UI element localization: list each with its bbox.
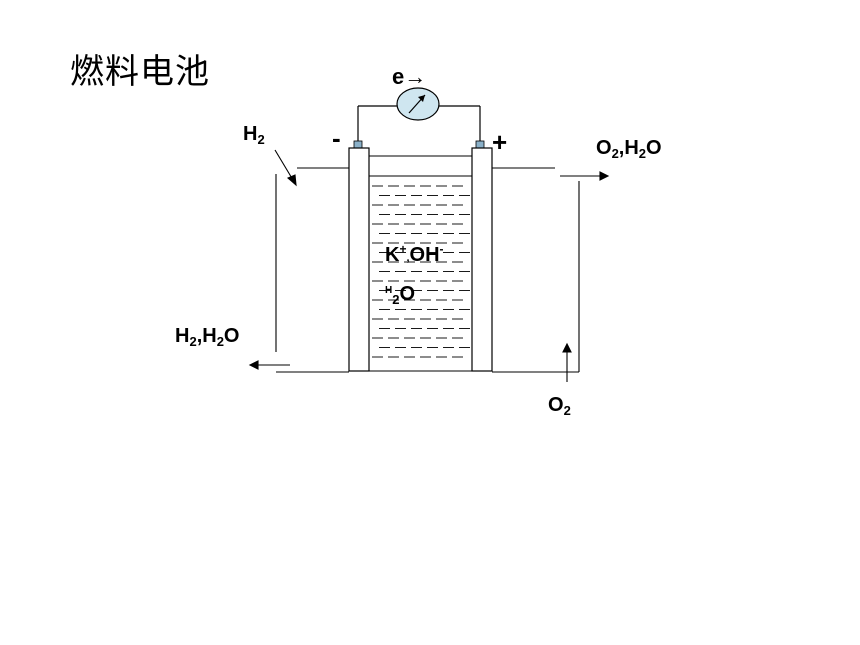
o2-in-main: O (548, 394, 564, 416)
ion-k: K (385, 244, 400, 266)
h2-in-main: H (243, 123, 258, 145)
negative-terminal (353, 140, 363, 149)
ion-oh: OH (409, 244, 440, 266)
ion-k-charge: + (399, 242, 407, 256)
o2-h2o-sep: ,H (618, 137, 639, 159)
h2-in-arrowhead (286, 174, 297, 187)
water-h: H (385, 285, 393, 296)
electrolyte-container (369, 155, 472, 372)
h2-in-sub: 2 (257, 132, 265, 147)
h2-h2o-sep: ,H (196, 325, 217, 347)
flow-arrows (248, 149, 610, 382)
o2-h2o-out-arrowhead (599, 171, 610, 181)
o2-h2o-o-sub: 2 (611, 146, 619, 161)
electron-flow-label: e→ (392, 64, 427, 89)
o2-h2o-outlet-label: O2,H2O (596, 138, 662, 160)
water-sub: 2 (392, 292, 400, 307)
h2-h2o-out-arrowhead (248, 360, 259, 370)
electrolyte-water-label: H2O (385, 284, 415, 306)
o2-in-sub: 2 (563, 403, 571, 418)
anode-electrode (348, 147, 370, 372)
external-circuit (357, 105, 481, 146)
h2-h2o-tail: O (223, 325, 240, 347)
o2-h2o-h-sub: 2 (638, 146, 647, 161)
ion-comma: , (406, 252, 410, 264)
electrolyte-ions-label: K+,OH- (385, 243, 444, 265)
o2-inlet-label: O2 (548, 395, 571, 417)
positive-sign: + (492, 127, 508, 157)
page-title: 燃料电池 (70, 52, 210, 92)
ammeter-icon (396, 87, 440, 121)
gas-flow-lines (275, 167, 580, 373)
h2-inlet-label: H2 (243, 124, 265, 146)
h2-h2o-outlet-label: H2,H2O (175, 326, 239, 348)
o2-h2o-o: O (596, 137, 612, 159)
o2-h2o-tail: O (646, 137, 662, 159)
h2-h2o-h2-sub: 2 (216, 334, 224, 349)
negative-sign: - (332, 123, 341, 153)
h2-h2o-h: H (175, 325, 190, 347)
ion-oh-charge: - (439, 242, 444, 256)
water-o: O (399, 283, 416, 305)
positive-terminal (475, 140, 485, 149)
h2-in-arrow (274, 149, 294, 181)
cathode-electrode (471, 147, 493, 372)
o2-in-arrowhead (562, 342, 572, 353)
h2-h2o-h-sub: 2 (189, 334, 197, 349)
electrolyte-dashes (372, 185, 470, 358)
